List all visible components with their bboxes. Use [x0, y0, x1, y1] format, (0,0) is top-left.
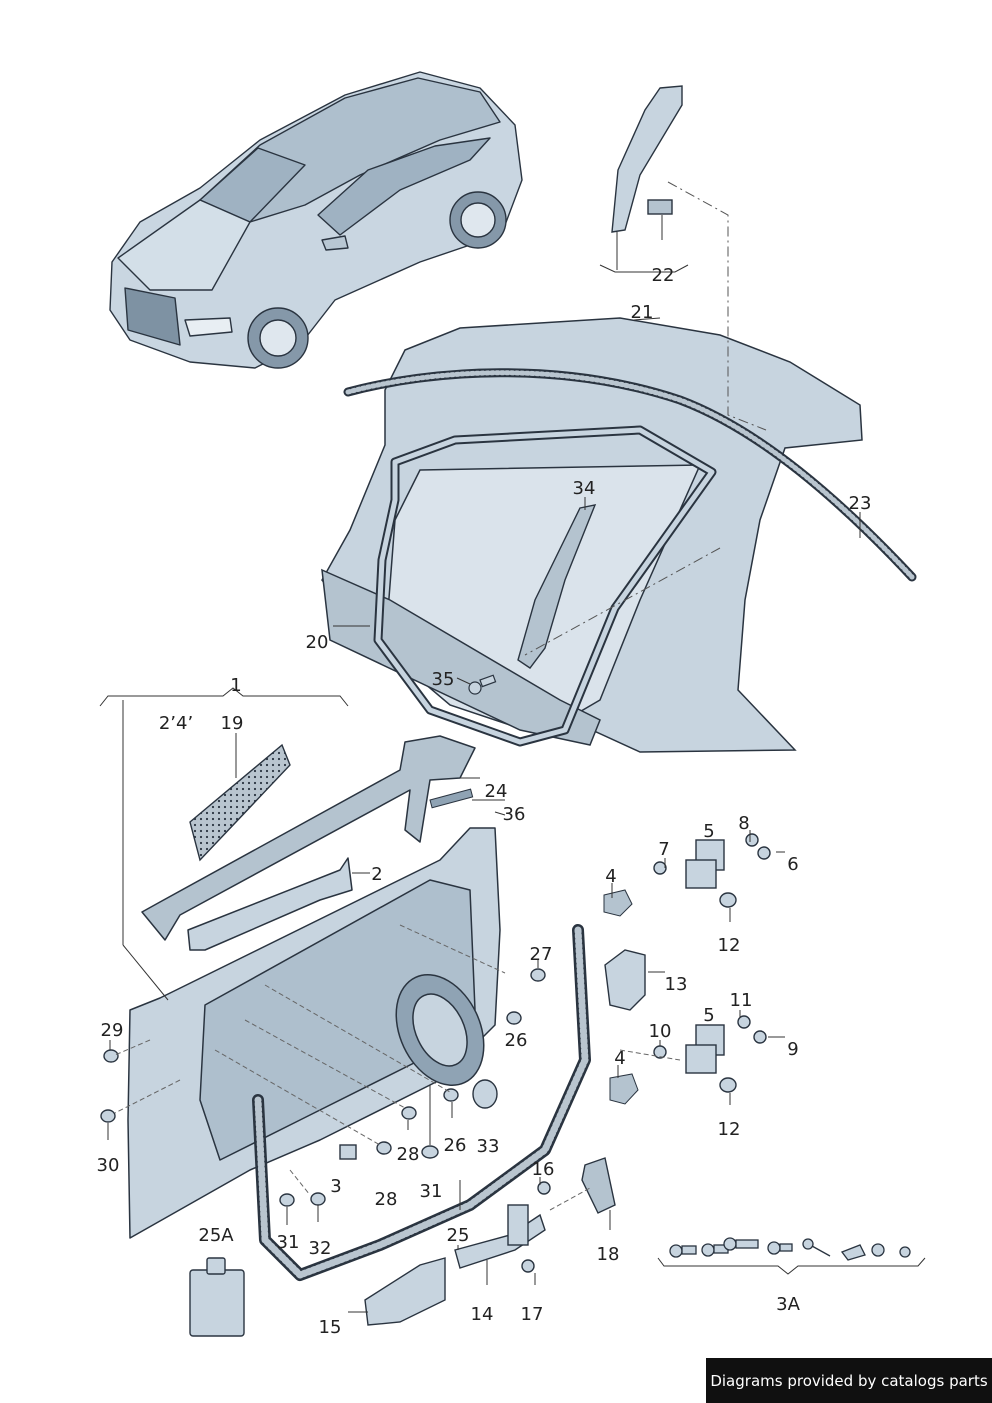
callout-31-right: 31	[419, 1181, 443, 1202]
callout-26-upper: 26	[504, 1030, 528, 1051]
door-assembly	[127, 735, 501, 1239]
window-frame-channel	[141, 735, 476, 941]
callout-28-upper: 28	[396, 1144, 420, 1165]
car-illustration	[109, 71, 523, 369]
callout-7: 7	[658, 839, 670, 860]
car-mirror	[321, 235, 349, 251]
callout-27: 27	[529, 944, 553, 965]
callout-3: 3	[330, 1176, 342, 1197]
door-perimeter-seal-dots	[254, 926, 589, 1279]
callout-34: 34	[572, 478, 596, 499]
attribution-banner: Diagrams provided by catalogs parts	[706, 1358, 992, 1403]
callout-16: 16	[531, 1159, 555, 1180]
callout-30: 30	[96, 1155, 120, 1176]
car-headlight	[184, 317, 233, 337]
callout-33: 33	[476, 1136, 500, 1157]
hinge-bracket-lower	[609, 1073, 639, 1105]
callout-31-left: 31	[276, 1232, 300, 1253]
callout-35: 35	[431, 669, 455, 690]
callout-20: 20	[305, 632, 329, 653]
alignment-lines	[114, 924, 681, 1211]
callout-14: 14	[470, 1304, 494, 1325]
fasteners	[100, 968, 546, 1207]
car-front-rim	[259, 319, 297, 357]
upper-door-hinge	[653, 833, 771, 908]
car-grille	[124, 287, 181, 346]
callout-23: 23	[848, 493, 872, 514]
door-frame-seal-inner	[375, 427, 715, 745]
callout-variant: 2’4’	[158, 713, 194, 734]
car-side-windows	[317, 137, 491, 236]
foam-pad-36	[429, 788, 474, 809]
door-check-strap	[454, 1181, 551, 1273]
screw-35	[468, 674, 497, 695]
callout-32: 32	[308, 1238, 332, 1259]
callout-1: 1	[230, 675, 242, 696]
car-hood	[117, 199, 251, 291]
door-handle-insert	[364, 1257, 446, 1326]
speaker-inner	[412, 993, 468, 1067]
callout-10: 10	[648, 1021, 672, 1042]
callout-28-lower: 28	[374, 1189, 398, 1210]
callout-5-lower: 5	[703, 1005, 715, 1026]
callout-15: 15	[318, 1317, 342, 1338]
callout-24: 24	[484, 781, 508, 802]
car-rear-rim	[460, 202, 496, 238]
callout-21: 21	[630, 302, 654, 323]
callout-12-lower: 12	[717, 1119, 741, 1140]
check-strap-bracket	[581, 1157, 616, 1214]
adhesive-bottle	[189, 1257, 245, 1337]
sill-panel	[321, 568, 601, 746]
callout-29: 29	[100, 1020, 124, 1041]
callout-17: 17	[520, 1304, 544, 1325]
screw-assortment	[669, 1237, 911, 1261]
callout-2: 2	[371, 864, 383, 885]
callout-12-upper: 12	[717, 935, 741, 956]
clip-part	[647, 199, 673, 215]
callout-4-lower: 4	[614, 1048, 626, 1069]
callout-6: 6	[787, 854, 799, 875]
callout-25A: 25A	[198, 1225, 234, 1246]
callout-3A: 3A	[776, 1294, 800, 1315]
callout-8: 8	[738, 813, 750, 834]
door-reinforcement-beam	[187, 857, 353, 951]
callout-11: 11	[729, 990, 753, 1011]
cable-grommet	[604, 949, 646, 1011]
callout-25: 25	[446, 1225, 470, 1246]
leader-lines	[99, 215, 926, 1313]
callout-22: 22	[651, 265, 675, 286]
hinge-bracket-upper	[603, 889, 633, 917]
callout-13: 13	[664, 974, 688, 995]
callout-9: 9	[787, 1039, 799, 1060]
reference-lines	[524, 181, 767, 656]
callout-5-upper: 5	[703, 821, 715, 842]
callout-18: 18	[596, 1244, 620, 1265]
callout-26-lower: 26	[443, 1135, 467, 1156]
window-outer-seal	[189, 743, 291, 862]
callout-36: 36	[502, 804, 526, 825]
pillar-trim-cover	[517, 504, 597, 669]
trim-bracket-strip	[611, 85, 683, 233]
callout-19: 19	[220, 713, 244, 734]
callout-4-upper: 4	[605, 866, 617, 887]
roof-seal-strip-dots	[345, 370, 915, 580]
